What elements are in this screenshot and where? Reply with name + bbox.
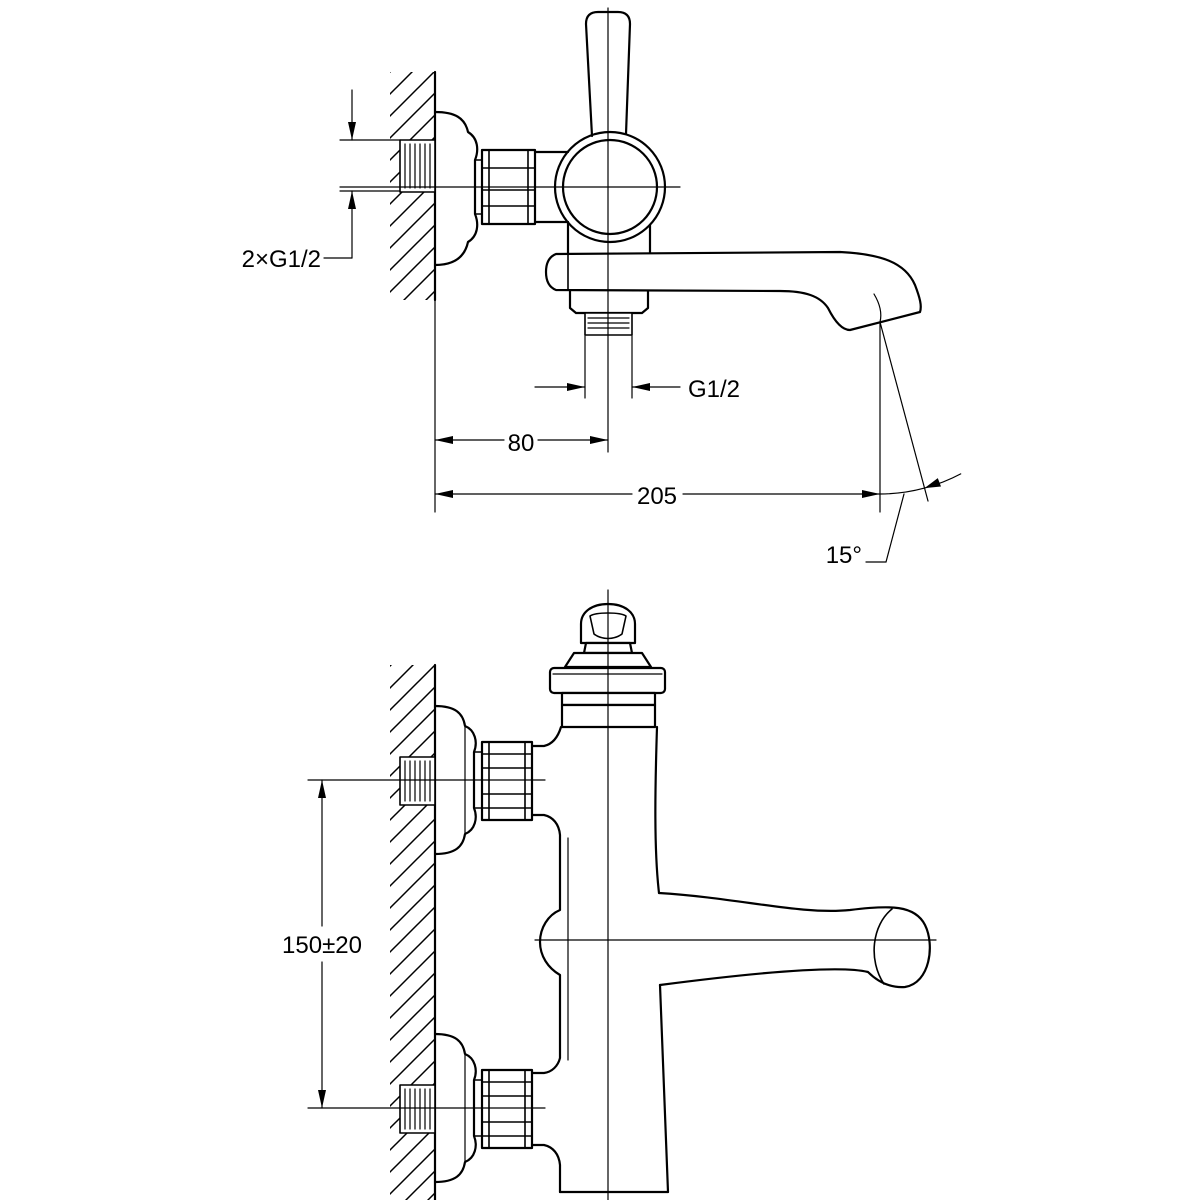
upper-union-nut-ribs [481,741,533,821]
outlet-thread-label: G1/2 [688,376,740,403]
escutcheon-nut-link [474,159,483,215]
mixer-body-left-edge [530,725,563,1194]
lower-union-nut-ribs [481,1069,533,1149]
lower-union-nut [480,1068,534,1150]
escutcheon-side [433,110,479,267]
spout-angle-line [879,321,929,502]
front-view: 150±20 [282,589,937,1200]
spout-angle-leader [865,493,905,563]
union-nut-side-ribs [481,149,536,225]
arrowhead [435,490,453,498]
arrowhead [590,436,608,444]
arrowhead [632,383,650,391]
diverter-base [568,289,650,315]
side-view: 2×G1/2 G1/2 80 205 15° [242,7,962,569]
upper-escutcheon-nut-link [473,751,483,809]
inlet-spacing-dimension: 150±20 [282,932,362,959]
arrowhead [862,490,880,498]
arrowhead [318,1090,326,1108]
handle-knob-grip [589,612,627,640]
spout-side [544,250,922,332]
body-neck [566,220,652,256]
spout-angle-dimension: 15° [826,542,862,569]
inlet-thread [399,139,436,193]
arrowhead [348,122,356,140]
upper-inlet-thread [399,756,436,806]
spout-projection-dimension: 205 [637,483,677,510]
spout-angle-arc [879,473,962,495]
body-boss-side [533,150,570,224]
arrowhead [318,780,326,798]
lower-inlet-thread [399,1084,436,1134]
spout-front [657,891,931,989]
lower-escutcheon-nut-link [473,1079,483,1137]
mixer-body-right-edge [654,725,670,1194]
spout-highlight [873,293,882,323]
spout-opening [873,908,893,985]
arrowhead [435,436,453,444]
arrowhead [348,191,356,209]
upper-inlet-thread-lines [404,760,431,802]
arrowhead [567,383,585,391]
outlet-offset-dimension: 80 [508,430,535,457]
arrowhead [924,478,941,489]
inlet-thread-label: 2×G1/2 [242,246,321,273]
inlet-thread-lines [404,143,431,189]
lower-inlet-thread-lines [404,1088,431,1130]
upper-union-nut [480,740,534,822]
